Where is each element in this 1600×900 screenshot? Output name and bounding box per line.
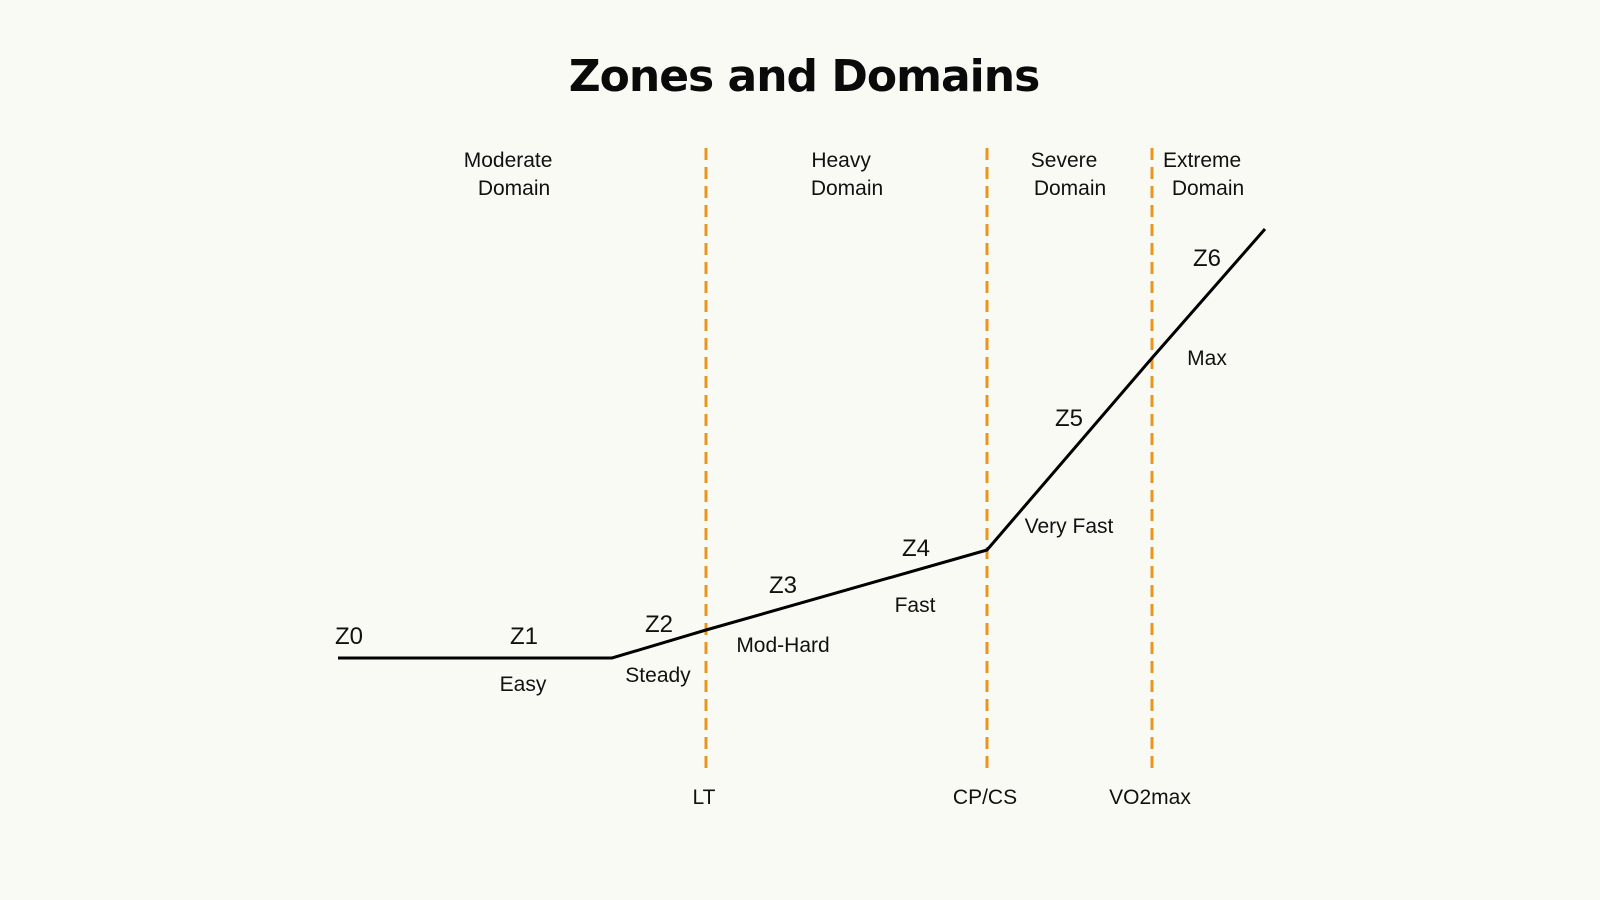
effort-label-mod-hard: Mod-Hard [736,634,829,657]
domain-moderate-label: Moderate Domain [464,149,559,200]
domain-severe-line1: Severe [1031,149,1098,172]
effort-label-fast: Fast [895,594,936,617]
zone-label-z5: Z5 [1055,405,1083,432]
domain-moderate-line2: Domain [478,177,550,200]
effort-label-easy: Easy [500,673,547,696]
zone-label-z2: Z2 [645,611,673,638]
domain-moderate-line1: Moderate [464,149,553,172]
domain-heavy-line2: Domain [811,177,883,200]
domain-heavy-label: Heavy Domain [811,149,883,200]
zone-label-z1: Z1 [510,623,538,650]
zone-label-z4: Z4 [902,535,930,562]
domain-severe-label: Severe Domain [1031,149,1106,200]
effort-label-max: Max [1187,347,1227,370]
intensity-curve [338,228,1267,660]
domain-extreme-label: Extreme Domain [1163,149,1247,200]
zone-label-z6: Z6 [1193,245,1221,272]
zone-label-z0: Z0 [335,623,363,650]
domain-heavy-line1: Heavy [811,149,871,172]
domain-extreme-line2: Domain [1172,177,1244,200]
domain-extreme-line1: Extreme [1163,149,1241,172]
effort-label-steady: Steady [625,664,691,687]
effort-label-very-fast: Very Fast [1025,515,1114,538]
threshold-label-cp-cs: CP/CS [953,786,1017,809]
zone-label-z3: Z3 [769,572,797,599]
domain-severe-line2: Domain [1034,177,1106,200]
threshold-label-lt: LT [693,786,716,809]
diagram-title: Zones and Domains [569,51,1040,102]
threshold-label-vo2max: VO2max [1109,786,1191,809]
